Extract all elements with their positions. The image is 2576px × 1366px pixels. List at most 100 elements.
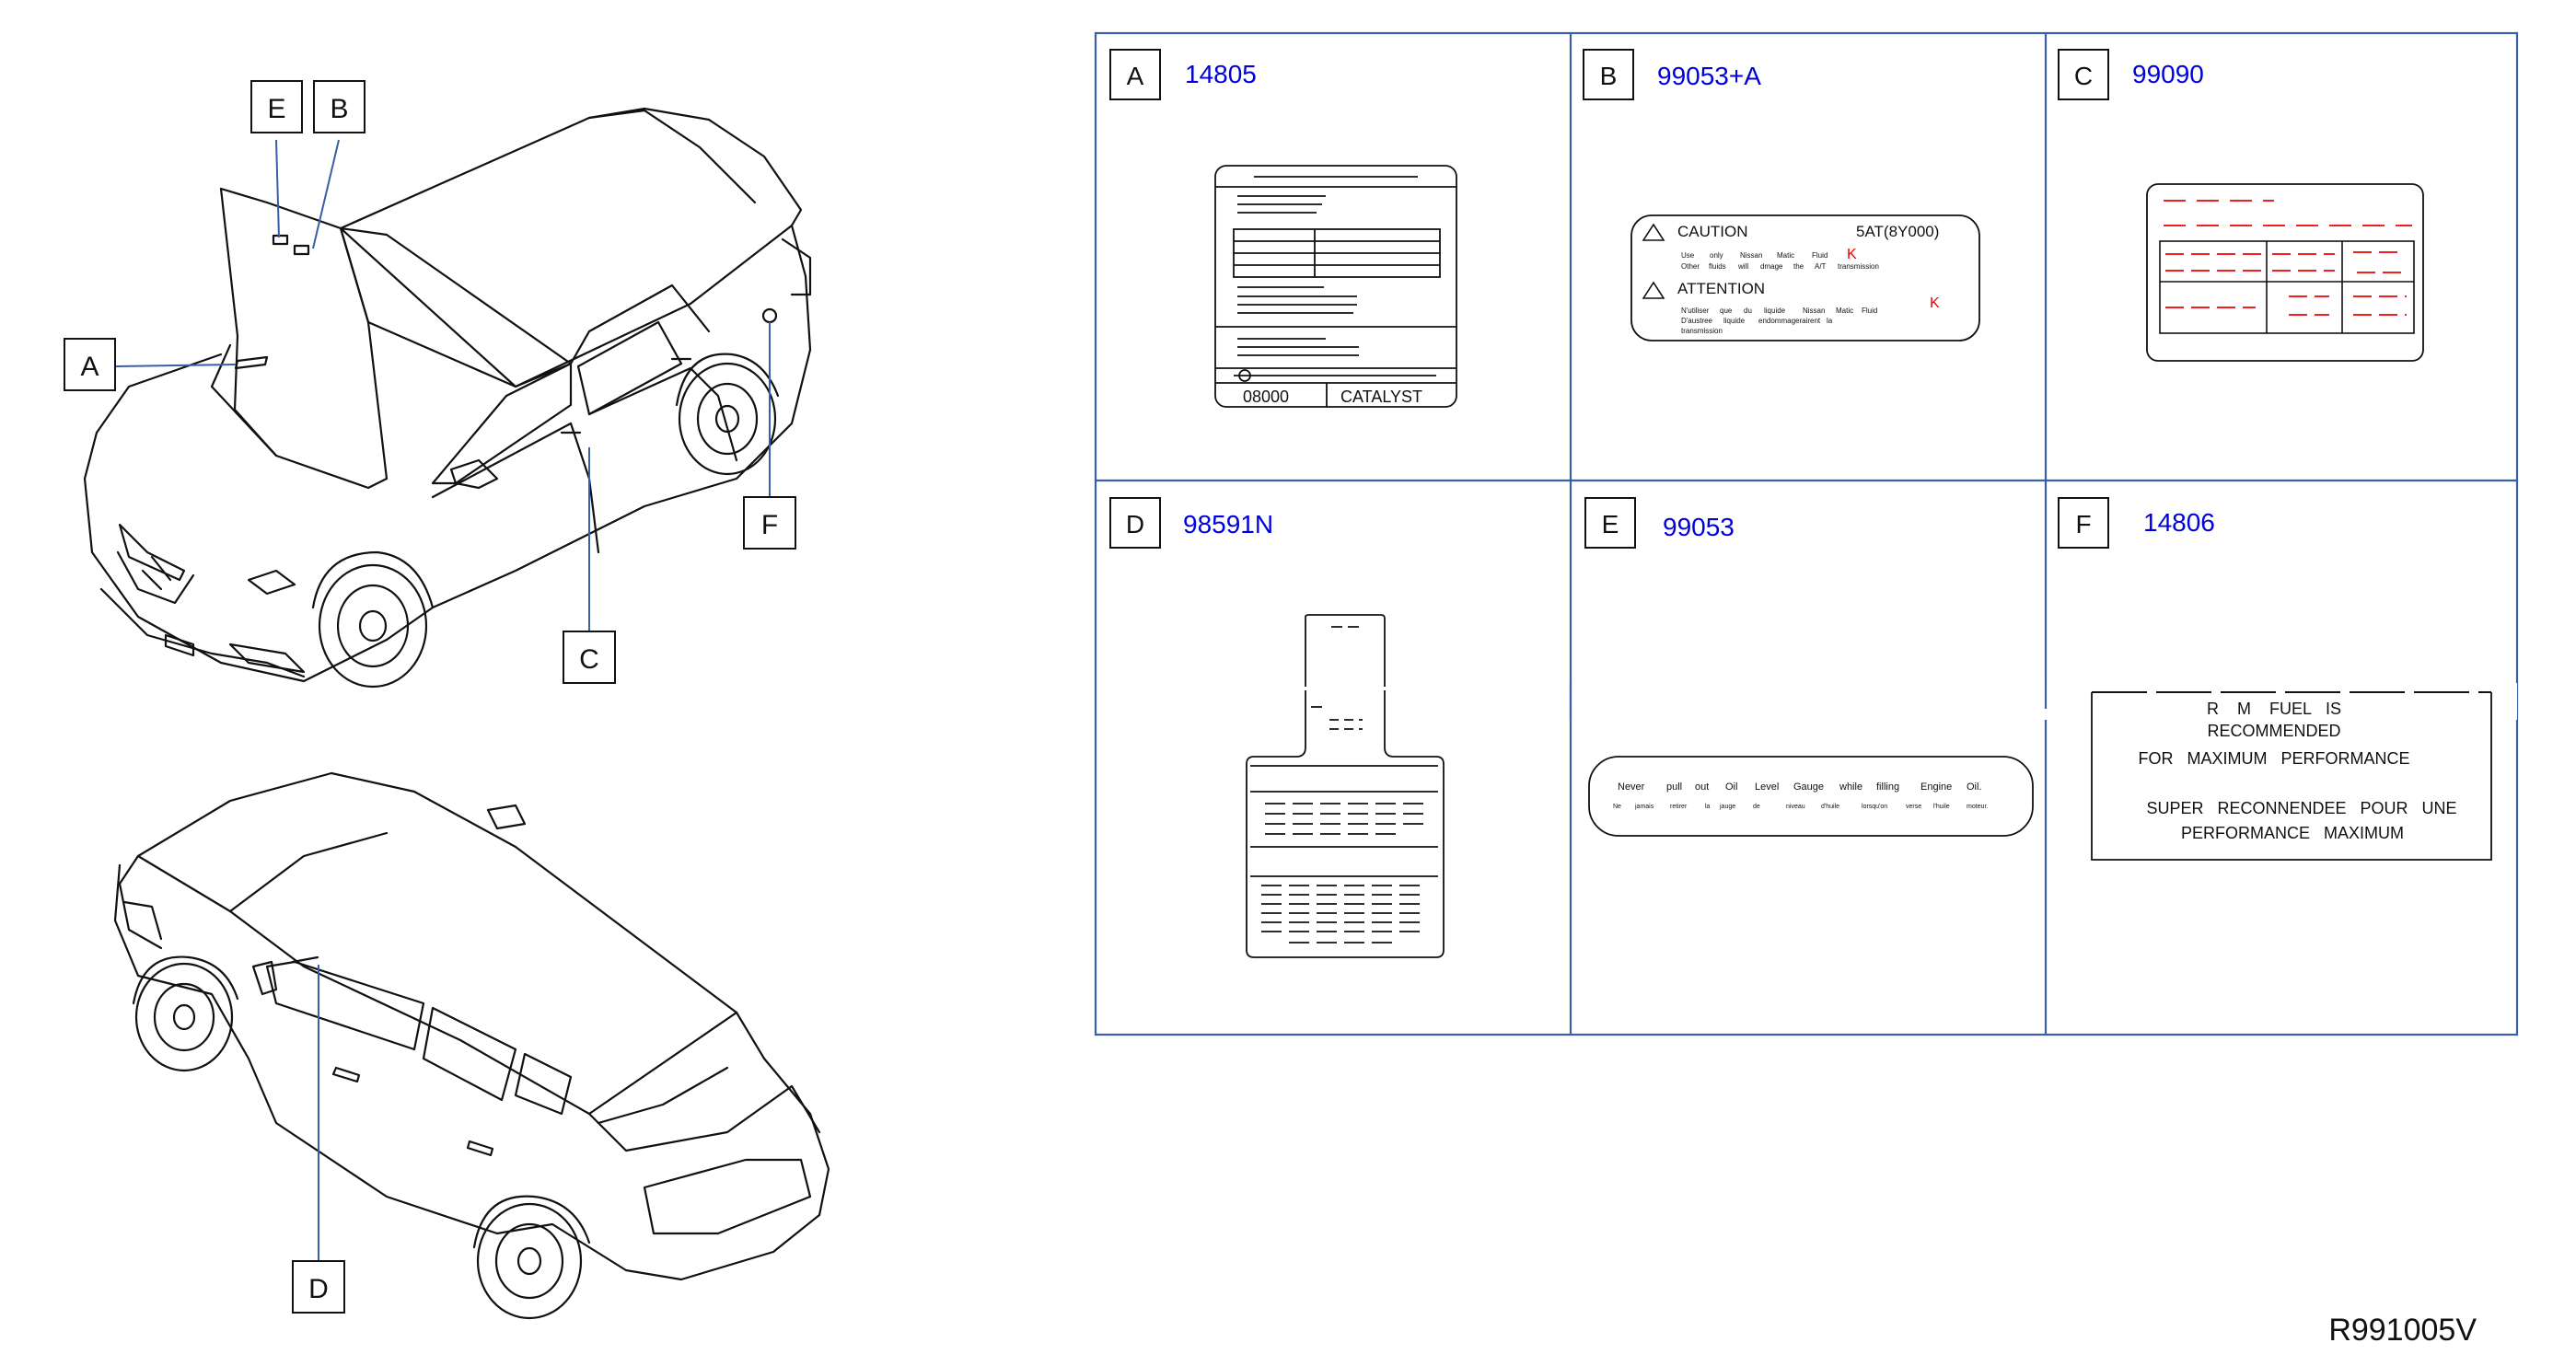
label-e-text: l'huile (1933, 804, 1950, 810)
label-b-text: A/T (1815, 262, 1827, 271)
panel-a-part-number: 14805 (1185, 60, 1257, 88)
label-b-text: only (1710, 251, 1723, 260)
label-b-text: la (1827, 317, 1833, 325)
label-b-text: the (1793, 262, 1804, 271)
label-e-text: filling (1876, 781, 1899, 793)
label-e-text: out (1695, 781, 1709, 793)
label-a-code: 08000 (1243, 388, 1289, 406)
panel-d-header: D 98591N (1109, 497, 1273, 549)
label-e-text: Ne (1613, 804, 1621, 810)
vehicle-front-view (83, 107, 812, 689)
label-f-line-5: PERFORMANCE MAXIMUM (2181, 824, 2404, 842)
label-f-line-4: SUPER RECONNENDEE POUR UNE (2146, 799, 2456, 817)
callout-e: E (250, 80, 303, 133)
panel-f-part-number: 14806 (2143, 508, 2215, 537)
callout-f: F (743, 496, 796, 550)
callout-e-label: E (267, 94, 285, 124)
label-e-text: Gauge (1793, 781, 1824, 793)
label-table (1094, 31, 2519, 1036)
label-b-text: Fluid (1812, 251, 1828, 260)
label-b-text: transmission (1838, 262, 1879, 271)
label-e-text: Level (1755, 781, 1779, 793)
scan-gap (1571, 683, 2517, 720)
label-a-catalyst: CATALYST (1340, 388, 1422, 406)
panel-c-part-number: 99090 (2132, 60, 2204, 88)
panel-b-part-number: 99053+A (1657, 62, 1761, 90)
panel-f-letter: F (2075, 510, 2091, 538)
label-d-door (1246, 614, 1445, 958)
callout-c-label: C (579, 644, 599, 675)
label-e-oil-gauge: Never pull out Oil Level Gauge while fil… (1588, 756, 2034, 837)
label-e-text: de (1753, 804, 1760, 810)
callout-leaders (114, 139, 771, 1265)
callout-boxes: A E B C F D (64, 80, 796, 1314)
panel-a-header: A 14805 (1109, 49, 1257, 100)
panel-c-letter: C (2074, 62, 2093, 90)
label-e-text: Oil. (1967, 781, 1982, 793)
label-b-text: Other (1681, 262, 1700, 271)
label-d-mask (1298, 687, 1390, 736)
panel-b-header: B 99053+A (1583, 49, 1761, 100)
panel-c-header: C 99090 (2058, 49, 2204, 100)
label-e-text: pull (1666, 781, 1682, 793)
label-e-text: jamais (1634, 804, 1654, 810)
label-b-text: D'austree (1681, 317, 1713, 325)
vehicle-rear-view (113, 771, 830, 1320)
label-e-text: lorsqu'on (1862, 804, 1887, 810)
label-b-attention-title: ATTENTION (1677, 280, 1765, 297)
label-b-text: transmission (1681, 327, 1723, 335)
label-b-red-k: K (1930, 295, 1940, 311)
label-e-text: Never (1618, 781, 1645, 793)
label-b-text: Fluid (1862, 307, 1877, 315)
callout-b: B (313, 80, 366, 133)
panel-e-header: E 99053 (1584, 497, 1735, 549)
panel-e-letter: E (1602, 510, 1619, 538)
label-b-text: Nissan (1803, 307, 1825, 315)
panel-headers: A 14805 B 99053+A C 99090 D 98591N E 990… (1109, 49, 2215, 549)
label-e-text: moteur. (1967, 804, 1988, 810)
panel-b-letter: B (1600, 62, 1618, 90)
callout-d: D (292, 1260, 345, 1314)
label-b-text: liquide (1723, 317, 1746, 325)
callout-c: C (563, 631, 616, 684)
label-b-text: Matic (1777, 251, 1794, 260)
drawing-number: R991005V (2328, 1313, 2477, 1348)
label-e-text: la (1705, 804, 1711, 810)
callout-d-label: D (308, 1274, 329, 1304)
label-b-text: fluids (1709, 262, 1726, 271)
label-b-caution: CAUTION 5AT(8Y000) Use only Nissan Matic… (1630, 214, 1980, 342)
panel-e-part-number: 99053 (1663, 513, 1735, 541)
label-b-text: que (1720, 307, 1733, 315)
panel-f-header: F 14806 (2058, 497, 2215, 549)
label-b-text: liquide (1764, 307, 1786, 315)
label-e-text: while (1839, 781, 1862, 793)
label-e-text: jauge (1719, 804, 1735, 810)
label-b-text: dmage (1760, 262, 1783, 271)
label-e-text: d'huile (1821, 804, 1839, 810)
label-d-mask-marks (1305, 690, 1386, 736)
callout-a-label: A (80, 352, 99, 382)
label-f-fuel: R M FUEL IS RECOMMENDED FOR MAXIMUM PERF… (2091, 691, 2492, 861)
label-e-text: Oil (1725, 781, 1737, 793)
callout-b-label: B (330, 94, 348, 124)
label-b-caution-title: CAUTION (1677, 223, 1748, 240)
label-f-line-1: R M FUEL IS (2207, 700, 2341, 718)
panel-d-part-number: 98591N (1183, 510, 1273, 538)
label-a-emission (1214, 165, 1457, 408)
label-b-text: Nissan (1740, 251, 1762, 260)
label-b-model: 5AT(8Y000) (1856, 223, 1939, 240)
label-b-red-k: K (1847, 247, 1857, 262)
label-b-text: Matic (1836, 307, 1853, 315)
panel-d-letter: D (1126, 510, 1144, 538)
label-e-text: niveau (1786, 804, 1805, 810)
callout-f-label: F (761, 510, 778, 540)
label-f-line-2: RECOMMENDED (2207, 722, 2340, 740)
label-e-text: retirer (1670, 804, 1688, 810)
label-b-text: du (1744, 307, 1752, 315)
label-c-chart (2146, 183, 2424, 362)
panel-a-letter: A (1127, 62, 1144, 90)
label-b-text: Use (1681, 251, 1695, 260)
label-a-text: 08000 CATALYST (1243, 388, 1422, 406)
